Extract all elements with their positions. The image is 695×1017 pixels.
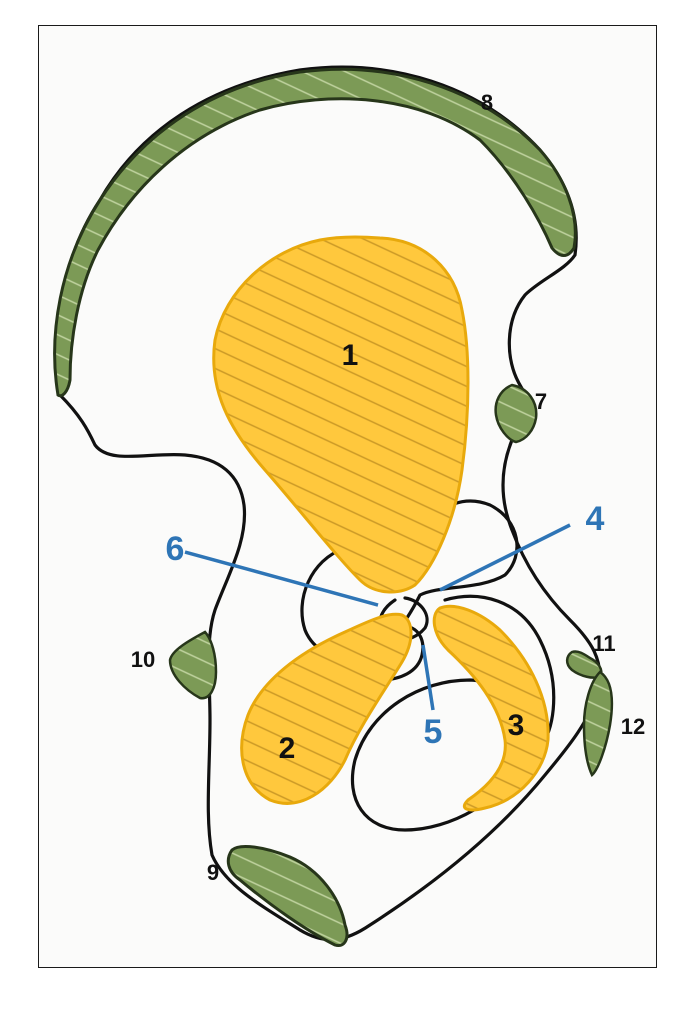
region-2 (242, 614, 411, 803)
region-7 (496, 385, 537, 442)
label-7: 7 (535, 389, 547, 414)
label-2: 2 (279, 732, 296, 765)
label-9: 9 (207, 860, 219, 885)
region-1 (214, 237, 468, 592)
region-3 (434, 606, 548, 810)
label-3: 3 (508, 709, 525, 742)
region-10 (170, 632, 216, 698)
leader-5 (423, 645, 433, 710)
label-5: 5 (424, 713, 443, 751)
label-11: 11 (592, 631, 615, 656)
region-12 (584, 672, 612, 775)
label-1: 1 (342, 339, 359, 372)
label-4: 4 (586, 500, 605, 538)
label-6: 6 (166, 530, 185, 568)
leader-4 (440, 525, 570, 590)
label-12: 12 (621, 714, 645, 739)
label-8: 8 (481, 90, 493, 115)
label-10: 10 (131, 647, 155, 672)
